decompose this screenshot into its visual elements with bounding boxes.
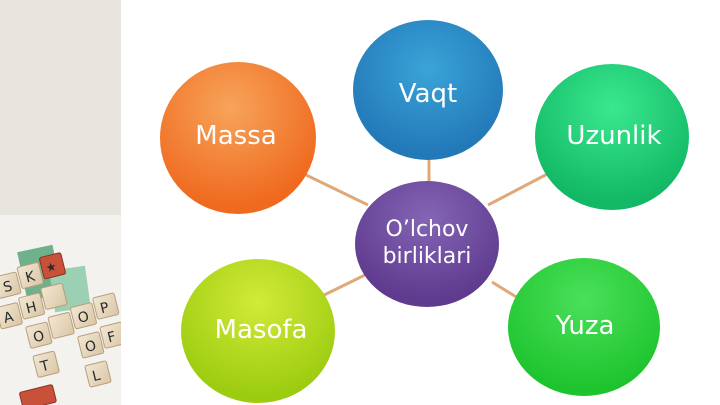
connector-uzunlik bbox=[487, 168, 556, 207]
svg-text:A: A bbox=[2, 309, 16, 327]
node-vaqt bbox=[353, 20, 503, 160]
connector-masofa bbox=[317, 273, 366, 300]
node-uzunlik bbox=[535, 64, 689, 210]
node-masofa bbox=[181, 259, 335, 403]
svg-text:L: L bbox=[91, 368, 103, 385]
svg-text:T: T bbox=[38, 358, 52, 376]
svg-text:S: S bbox=[2, 278, 15, 296]
scrabble-tiles-image: S K ★ A H O O P T O F L bbox=[0, 0, 121, 405]
connector-massa bbox=[299, 170, 369, 207]
label-massa: Massa bbox=[195, 121, 277, 151]
connectors bbox=[299, 155, 556, 300]
svg-text:O: O bbox=[32, 328, 47, 346]
node-massa bbox=[160, 62, 316, 214]
label-yuza: Yuza bbox=[555, 311, 615, 341]
node-yuza bbox=[508, 258, 660, 396]
node-center bbox=[355, 181, 499, 307]
side-decoration-image: S K ★ A H O O P T O F L bbox=[0, 0, 121, 405]
label-vaqt: Vaqt bbox=[398, 79, 458, 109]
svg-text:F: F bbox=[106, 329, 118, 346]
svg-text:P: P bbox=[99, 300, 111, 318]
svg-text:★: ★ bbox=[44, 259, 58, 275]
label-uzunlik: Uzunlik bbox=[566, 121, 662, 151]
svg-text:O: O bbox=[76, 309, 91, 327]
label-center-line1: O’lchov bbox=[385, 217, 469, 242]
label-masofa: Masofa bbox=[214, 315, 308, 345]
connector-yuza bbox=[491, 280, 519, 300]
svg-text:H: H bbox=[24, 299, 38, 317]
svg-text:O: O bbox=[84, 338, 99, 356]
label-center-line2: birliklari bbox=[382, 244, 472, 269]
